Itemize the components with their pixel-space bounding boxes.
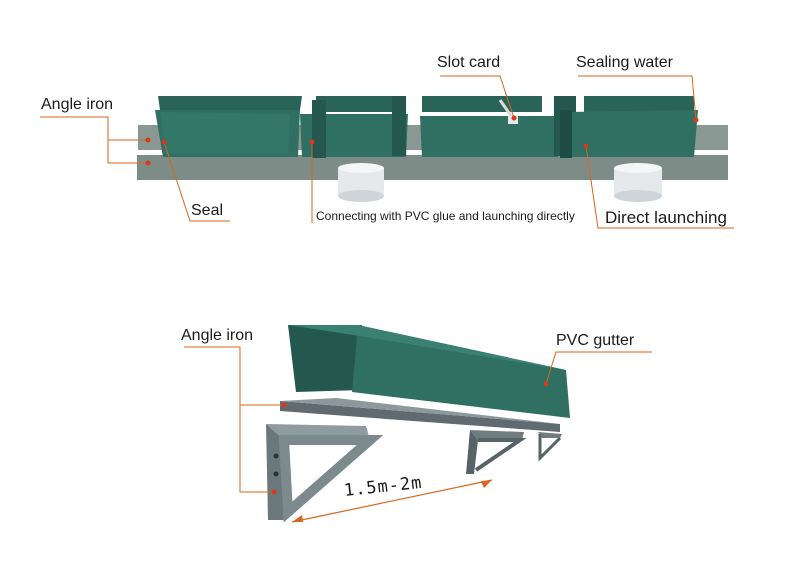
span-dimension-arrow bbox=[291, 479, 493, 523]
pvc-gutter-leader bbox=[545, 351, 652, 385]
label-slot-card: Slot card bbox=[437, 54, 501, 71]
gutter-segment-2 bbox=[300, 96, 408, 158]
pvc-gutter-shape bbox=[288, 325, 570, 418]
label-angle-iron-bottom: Angle iron bbox=[181, 327, 254, 344]
seal-leader bbox=[163, 141, 230, 222]
angle-iron-bar bbox=[280, 398, 560, 432]
angle-iron-leader-bottom bbox=[184, 346, 274, 493]
top-marker-dots bbox=[145, 115, 699, 166]
support-stand-right bbox=[614, 163, 662, 202]
bracket-large bbox=[266, 424, 384, 523]
bracket-small bbox=[538, 432, 562, 462]
label-direct-launching: Direct launching bbox=[605, 208, 727, 227]
gutter-segment-4 bbox=[554, 96, 698, 158]
angle-iron-rail-front bbox=[137, 155, 728, 180]
bottom-marker-dots bbox=[271, 381, 549, 495]
support-stand-left bbox=[338, 163, 384, 202]
gutter-segment-3 bbox=[420, 96, 560, 157]
label-seal: Seal bbox=[191, 202, 224, 219]
label-angle-iron-top: Angle iron bbox=[41, 96, 114, 113]
sealing-water-leader bbox=[578, 75, 697, 121]
bottom-gutter-assembly bbox=[266, 325, 570, 523]
bracket-medium bbox=[466, 430, 527, 474]
slot-card-leader bbox=[440, 75, 515, 119]
label-sealing-water: Sealing water bbox=[576, 54, 673, 71]
top-leader-lines bbox=[40, 75, 734, 229]
label-pvc-gutter: PVC gutter bbox=[556, 332, 635, 349]
bottom-leader-lines bbox=[184, 346, 652, 493]
gutter-segment-1 bbox=[155, 96, 302, 157]
direct-launching-leader bbox=[585, 145, 734, 229]
label-pvc-glue: Connecting with PVC glue and launching d… bbox=[316, 209, 575, 223]
top-gutter-assembly bbox=[137, 96, 728, 202]
